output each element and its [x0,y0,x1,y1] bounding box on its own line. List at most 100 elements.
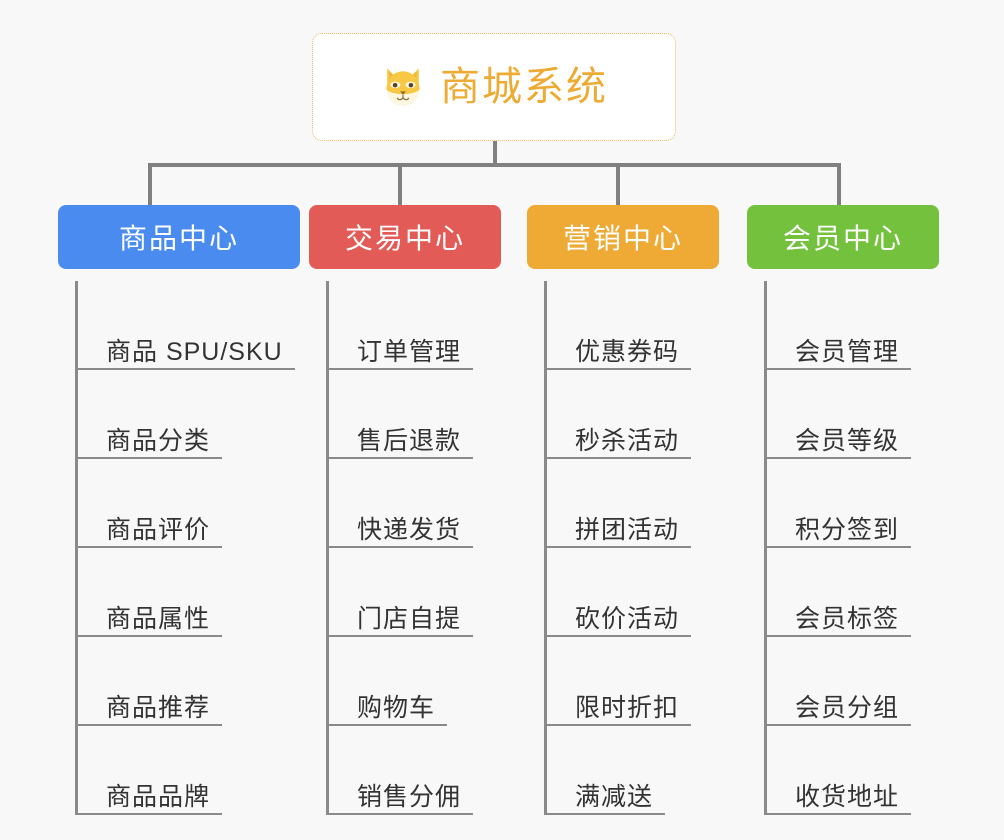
leaf-item[interactable]: 收货地址 [765,726,939,815]
connector-horizontal-bar [148,163,841,167]
root-node-shop-system[interactable]: 商城系统 [312,33,676,141]
connector-drop-1 [148,163,152,205]
leaf-item[interactable]: 积分签到 [765,459,939,548]
leaf-item[interactable]: 满减送 [545,726,719,815]
leaf-item[interactable]: 优惠券码 [545,281,719,370]
branch-header-0[interactable]: 商品中心 [58,205,300,269]
leaf-spine-3 [764,281,767,815]
leaf-item[interactable]: 秒杀活动 [545,370,719,459]
leaf-label: 商品推荐 [106,693,211,722]
root-title: 商城系统 [440,65,608,109]
leaf-label: 拼团活动 [575,515,680,544]
leaf-spine-2 [544,281,547,815]
leaf-item[interactable]: 会员标签 [765,548,939,637]
leaf-underline [76,457,222,459]
leaf-item[interactable]: 商品属性 [76,548,300,637]
connector-drop-3 [616,163,620,205]
leaf-list-1: 订单管理 售后退款 快递发货 门店自提 购物车 销售分佣 [309,281,501,815]
leaf-underline [76,546,222,548]
leaf-label: 满减送 [575,782,654,811]
leaf-underline [765,813,911,815]
leaf-list-2: 优惠券码 秒杀活动 拼团活动 砍价活动 限时折扣 满减送 [527,281,719,815]
connector-root-stem [493,141,497,165]
branch-header-label: 营销中心 [562,223,683,254]
leaf-label: 优惠券码 [575,337,680,366]
leaf-item[interactable]: 会员等级 [765,370,939,459]
branch-member-center: 会员中心 会员管理 会员等级 积分签到 会员标签 会员分组 收货地址 [747,205,939,815]
leaf-item[interactable]: 商品 SPU/SKU [76,281,300,370]
branch-trade-center: 交易中心 订单管理 售后退款 快递发货 门店自提 购物车 销售分佣 [309,205,501,815]
leaf-underline [545,368,691,370]
leaf-label: 销售分佣 [357,782,462,811]
branch-product-center: 商品中心 商品 SPU/SKU 商品分类 商品评价 商品属性 商品推荐 商品品牌 [58,205,300,815]
shiba-dog-face-icon [386,68,420,108]
leaf-underline [76,724,222,726]
leaf-spine-1 [326,281,329,815]
leaf-underline [327,813,473,815]
leaf-label: 砍价活动 [575,604,680,633]
leaf-underline [327,546,473,548]
leaf-underline [327,368,473,370]
leaf-label: 门店自提 [357,604,462,633]
leaf-label: 快递发货 [357,515,462,544]
leaf-item[interactable]: 砍价活动 [545,548,719,637]
leaf-underline [765,457,911,459]
branch-header-3[interactable]: 会员中心 [747,205,939,269]
leaf-underline [765,546,911,548]
leaf-spine-0 [75,281,78,815]
leaf-list-0: 商品 SPU/SKU 商品分类 商品评价 商品属性 商品推荐 商品品牌 [58,281,300,815]
branch-header-1[interactable]: 交易中心 [309,205,501,269]
leaf-label: 商品品牌 [106,782,211,811]
leaf-label: 售后退款 [357,426,462,455]
leaf-item[interactable]: 购物车 [327,637,501,726]
leaf-label: 购物车 [357,693,436,722]
leaf-label: 商品 SPU/SKU [106,337,283,366]
leaf-underline [545,457,691,459]
connector-drop-2 [398,163,402,205]
leaf-label: 会员管理 [795,337,900,366]
leaf-item[interactable]: 商品推荐 [76,637,300,726]
branch-header-2[interactable]: 营销中心 [527,205,719,269]
branch-header-label: 会员中心 [782,223,903,254]
leaf-item[interactable]: 限时折扣 [545,637,719,726]
leaf-underline [545,724,691,726]
leaf-item[interactable]: 拼团活动 [545,459,719,548]
leaf-underline [765,724,911,726]
leaf-underline [765,368,911,370]
leaf-label: 商品分类 [106,426,211,455]
leaf-label: 积分签到 [795,515,900,544]
leaf-item[interactable]: 会员管理 [765,281,939,370]
leaf-item[interactable]: 商品评价 [76,459,300,548]
leaf-underline [76,368,295,370]
leaf-underline [327,724,447,726]
connector-drop-4 [837,163,841,205]
branch-marketing-center: 营销中心 优惠券码 秒杀活动 拼团活动 砍价活动 限时折扣 满减送 [527,205,719,815]
branch-header-label: 商品中心 [118,223,239,254]
leaf-underline [545,546,691,548]
leaf-item[interactable]: 门店自提 [327,548,501,637]
leaf-item[interactable]: 订单管理 [327,281,501,370]
leaf-item[interactable]: 商品分类 [76,370,300,459]
leaf-label: 会员分组 [795,693,900,722]
leaf-item[interactable]: 销售分佣 [327,726,501,815]
leaf-underline [76,813,222,815]
leaf-item[interactable]: 会员分组 [765,637,939,726]
leaf-underline [545,813,665,815]
leaf-item[interactable]: 快递发货 [327,459,501,548]
leaf-underline [327,635,473,637]
leaf-underline [765,635,911,637]
leaf-label: 商品评价 [106,515,211,544]
leaf-label: 商品属性 [106,604,211,633]
leaf-underline [327,457,473,459]
leaf-item[interactable]: 商品品牌 [76,726,300,815]
leaf-list-3: 会员管理 会员等级 积分签到 会员标签 会员分组 收货地址 [747,281,939,815]
leaf-underline [545,635,691,637]
leaf-item[interactable]: 售后退款 [327,370,501,459]
leaf-label: 订单管理 [357,337,462,366]
leaf-label: 会员等级 [795,426,900,455]
leaf-label: 秒杀活动 [575,426,680,455]
branch-header-label: 交易中心 [344,223,465,254]
leaf-label: 会员标签 [795,604,900,633]
leaf-underline [76,635,222,637]
